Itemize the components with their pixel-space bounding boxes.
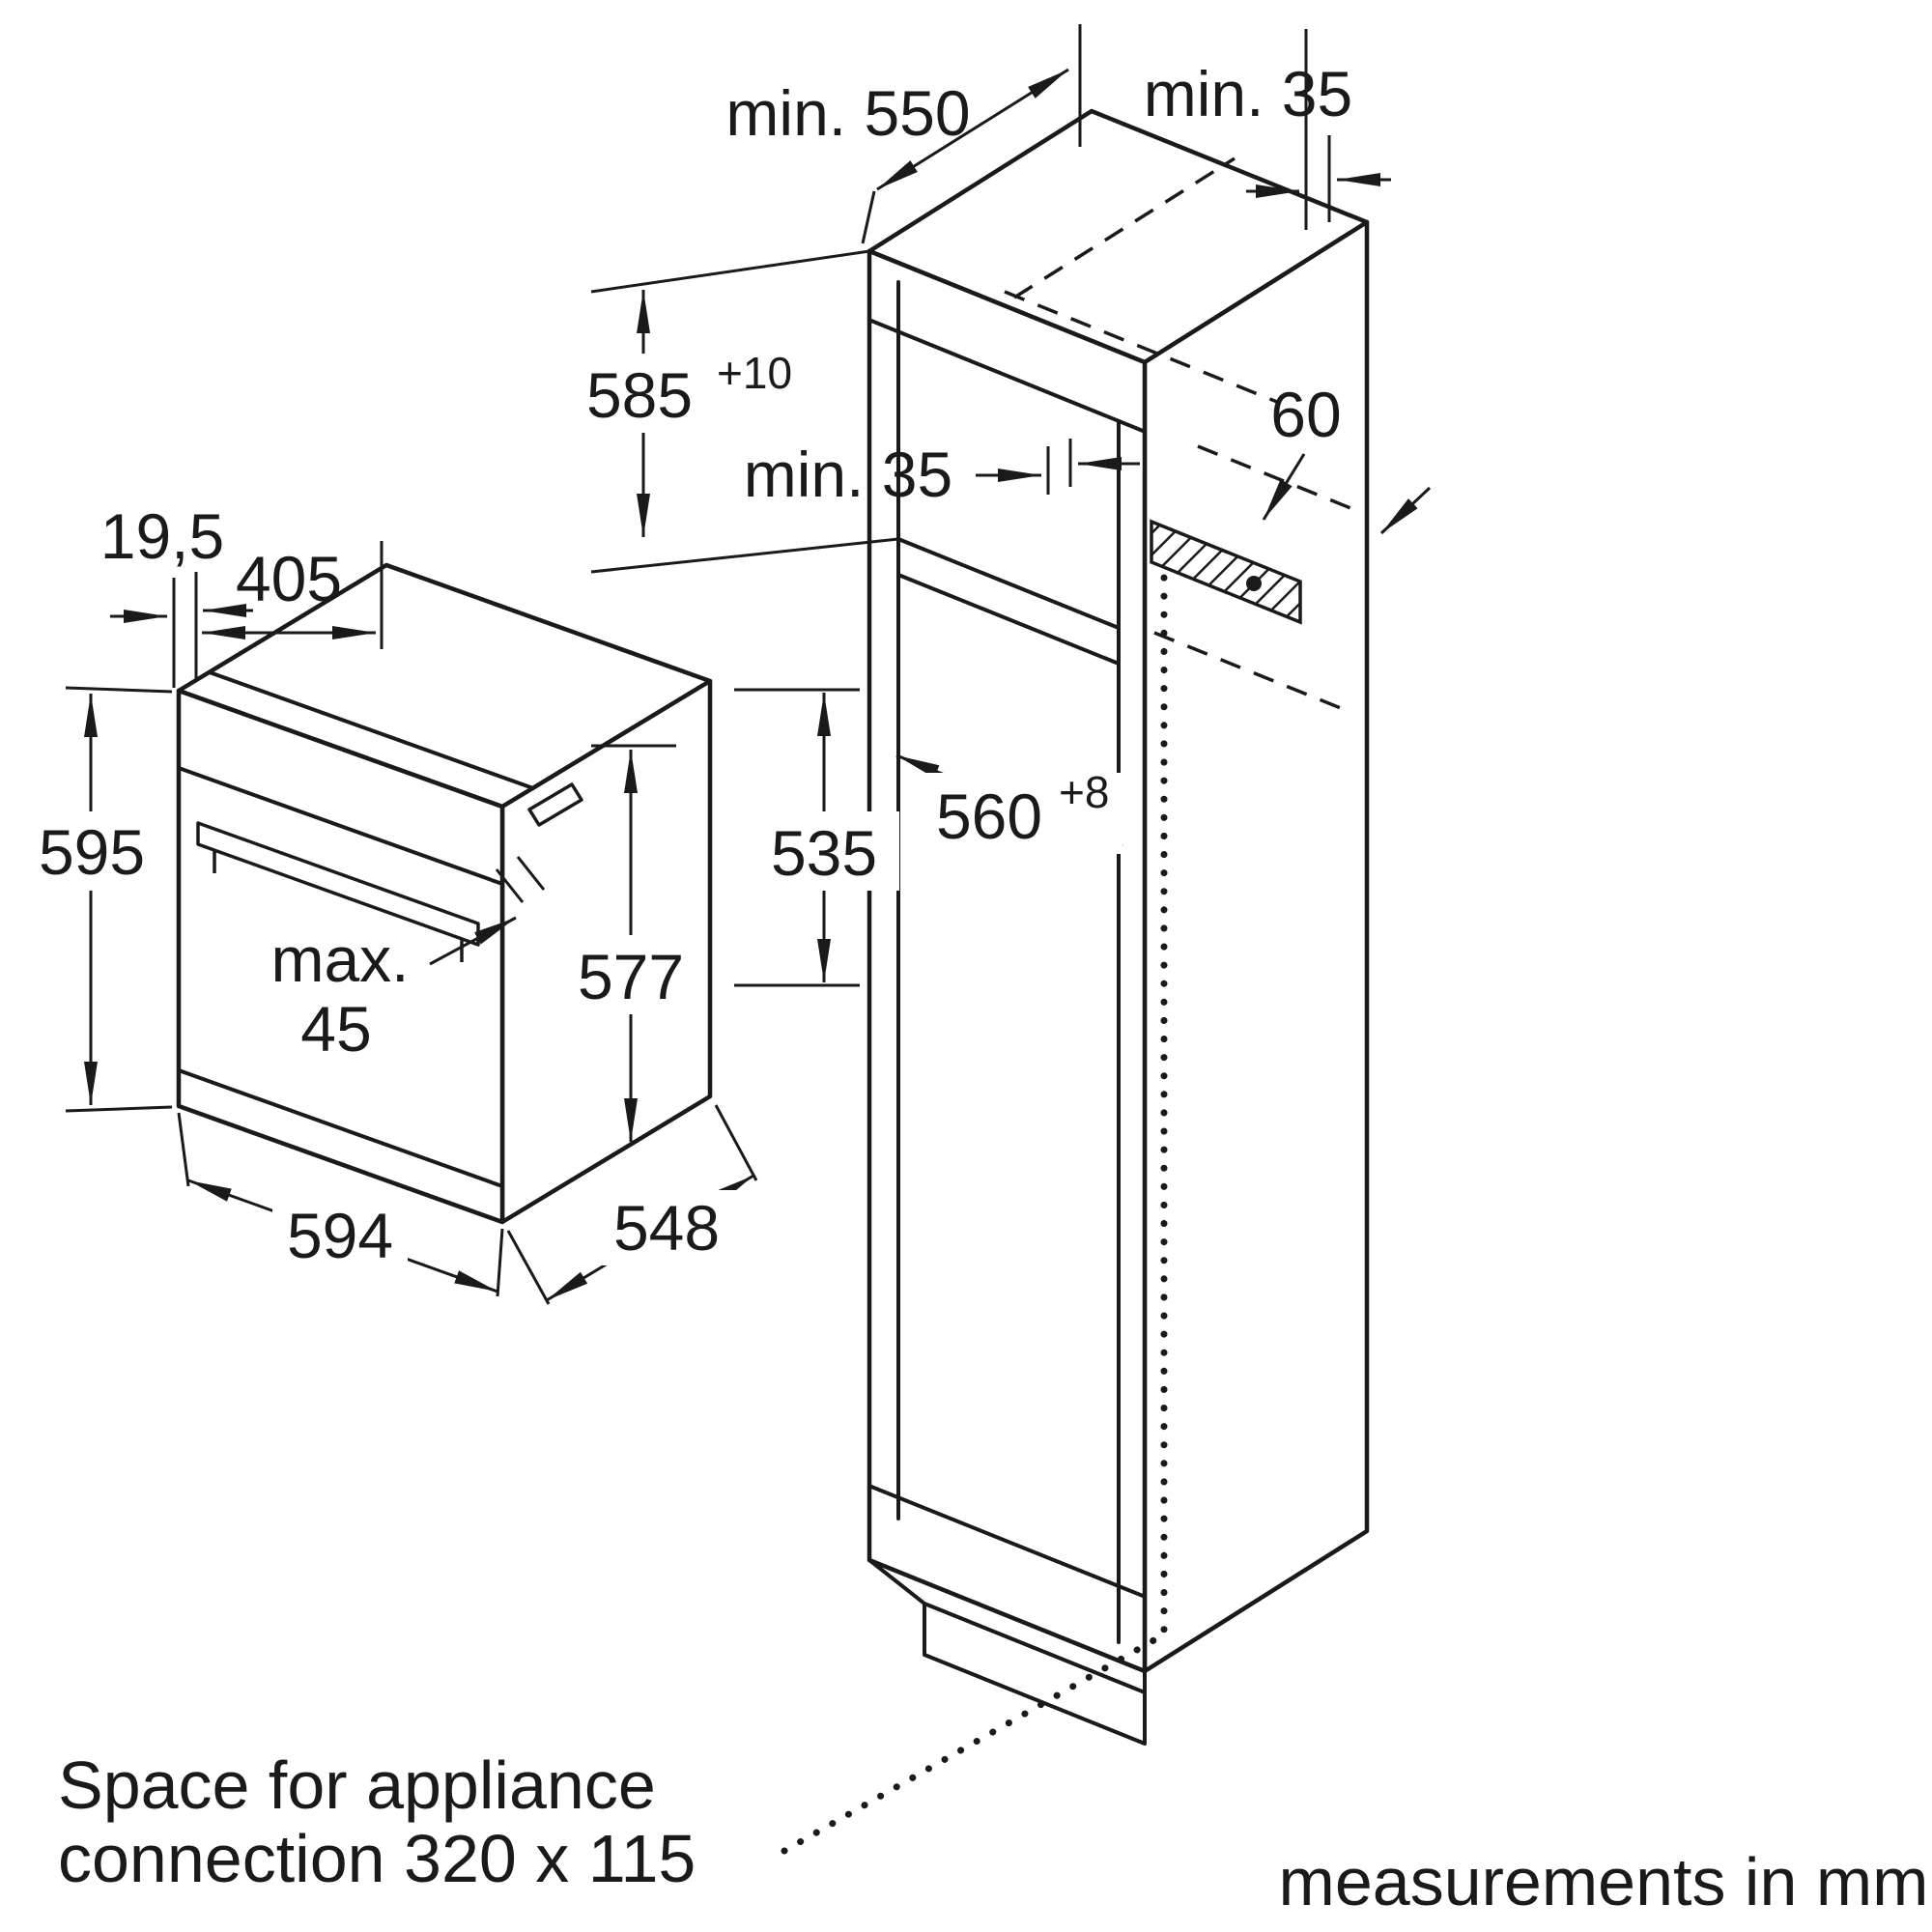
oven-top-depth-label: 405 [236, 543, 342, 614]
cabinet-shelf-top-edge [896, 537, 1121, 630]
oven-handle-max-value: 45 [300, 993, 371, 1065]
cabinet-bottom-board [869, 1485, 1145, 1598]
dim-cabinet-vent-depth: 60 [1262, 379, 1342, 521]
dim-oven-handle-max: max. 45 [270, 856, 546, 1065]
cabinet-niche-height-tolerance: +10 [717, 348, 792, 398]
cabinet-vent-depth-label: 60 [1270, 379, 1341, 450]
oven-handle-max-label: max. [270, 923, 409, 995]
oven-body-depth-label: 548 [613, 1192, 720, 1264]
units-note: measurements in mm [1279, 1844, 1929, 1919]
dim-cabinet-top-clearance: min. 35 [744, 439, 1140, 510]
dim-oven-width: 594 [177, 1112, 504, 1297]
cabinet-niche-height-label: 585 [586, 359, 693, 431]
connection-space-trace-leader [781, 1631, 1168, 1855]
wall-pointer [1379, 486, 1432, 535]
oven-control-panel-edge [177, 766, 504, 886]
dim-oven-body-depth: 548 [506, 1104, 758, 1305]
cabinet-top-board-underside [869, 319, 1145, 433]
dim-oven-body-height: 577 [555, 744, 706, 1142]
footer-notes: Space for appliance connection 320 x 115… [58, 1747, 1928, 1919]
hidden-edge-above-vent [1197, 444, 1361, 514]
cabinet-niche-width-tolerance: +8 [1059, 767, 1109, 817]
vent-cutout-dot [1246, 576, 1262, 591]
cabinet-niche-width-label: 560 [936, 781, 1042, 852]
vent-cutout-hatch [1150, 519, 1302, 625]
hidden-edge-top-left [1013, 156, 1236, 299]
oven-door-handle [196, 821, 480, 947]
dim-cabinet-min-depth: min. 550 [725, 24, 1082, 244]
oven-door-bottom-edge [177, 1068, 504, 1188]
oven-side-slot [527, 782, 583, 827]
oven-panel-offset-label: 19,5 [100, 500, 224, 572]
connection-note-line2: connection 320 x 115 [58, 1821, 696, 1896]
oven-handle-brackets [213, 850, 464, 962]
hidden-edge-top-back [1004, 290, 1278, 404]
oven-front-height-label: 595 [39, 816, 145, 888]
oven-rear-height-label: 535 [771, 817, 877, 889]
dim-cabinet-niche-height: 585 +10 [547, 249, 899, 574]
oven-body-height-label: 577 [578, 941, 684, 1012]
cabinet-min-depth-label: min. 550 [725, 77, 970, 149]
oven-front-face [176, 688, 505, 1225]
oven-width-label: 594 [287, 1200, 393, 1271]
connection-note-line1: Space for appliance [58, 1747, 656, 1823]
cabinet-shelf-bottom-edge [896, 573, 1121, 666]
cabinet-plinth [867, 1558, 1147, 1746]
dim-oven-rear-height: 535 [734, 688, 899, 987]
dim-oven-front-height: 595 [23, 686, 173, 1113]
cabinet-top-clearance-label: min. 35 [744, 439, 952, 510]
dim-cabinet-niche-width: 560 +8 [895, 753, 1123, 854]
oven-top-rim [208, 670, 535, 790]
dim-oven-panel-offset: 19,5 [100, 500, 253, 688]
dim-cabinet-rear-gap-top: min. 35 [1144, 29, 1391, 230]
cabinet-rear-gap-top-label: min. 35 [1144, 58, 1352, 129]
dim-oven-top-depth: 405 [202, 541, 384, 649]
cabinet-drawing [781, 108, 1370, 1855]
